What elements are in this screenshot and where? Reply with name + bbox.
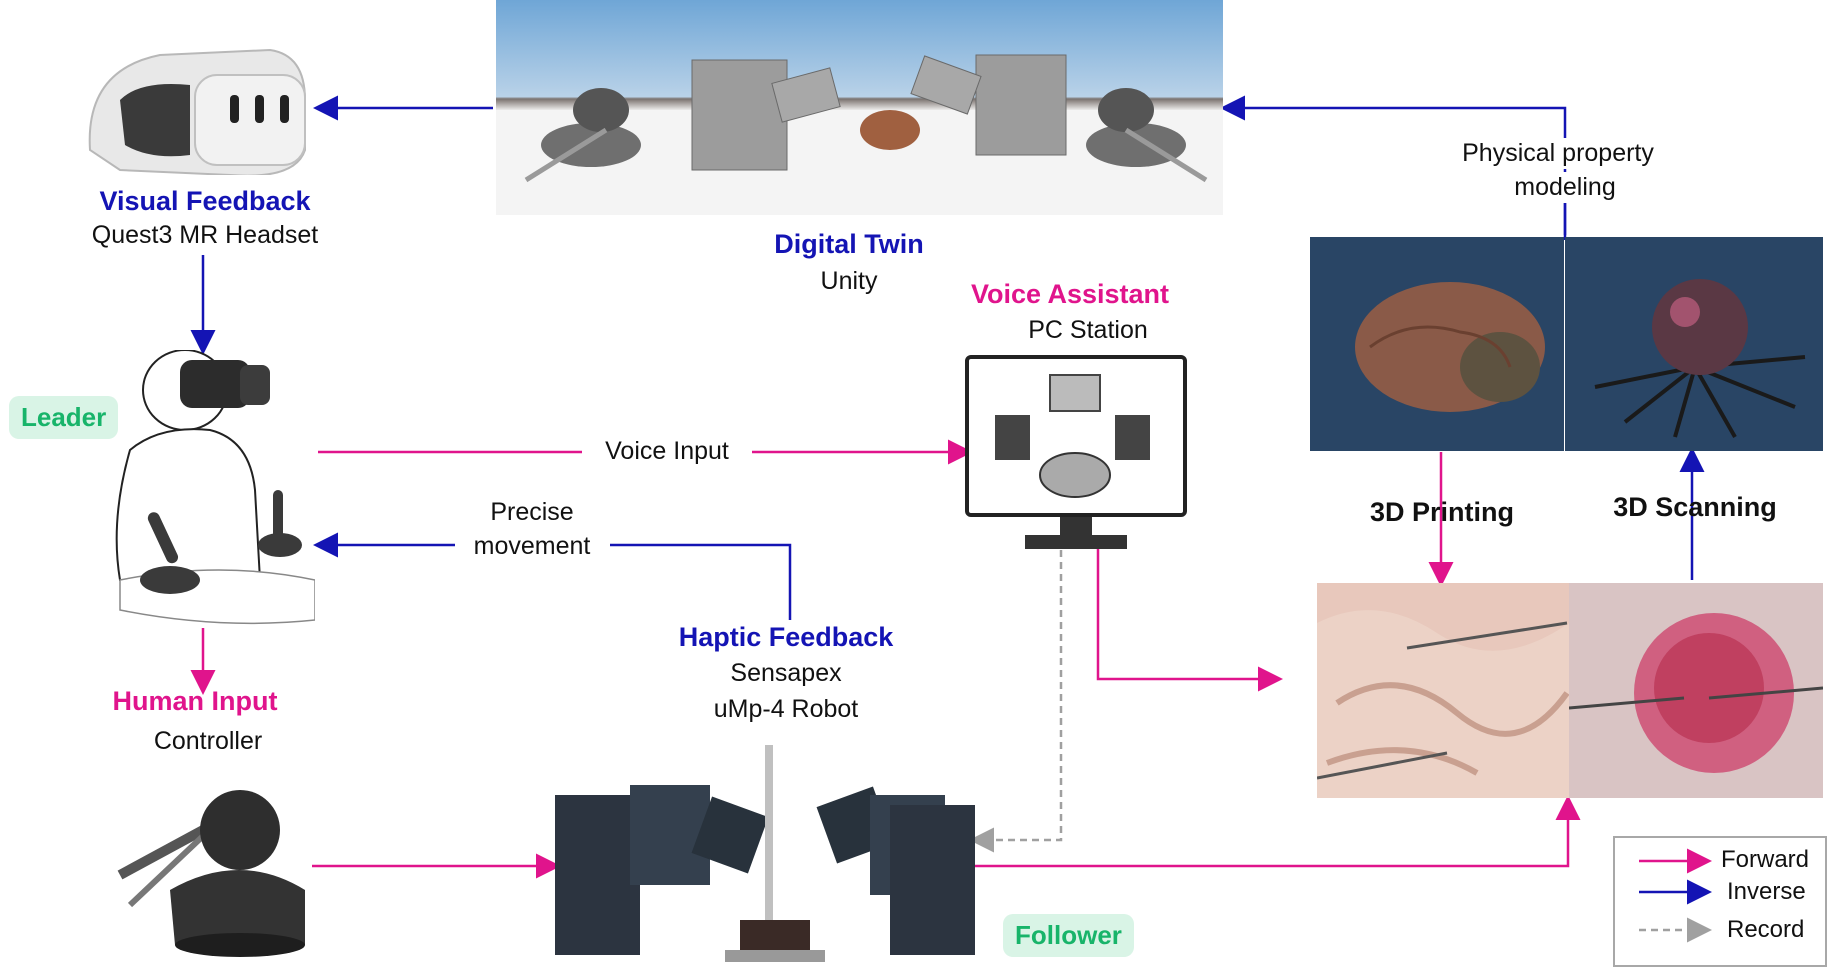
3d-printing-label: 3D Printing	[1369, 497, 1515, 527]
voice-assistant-title: Voice Assistant	[970, 279, 1170, 309]
3d-scanning-label: 3D Scanning	[1613, 492, 1777, 522]
tumor-model-render	[1565, 237, 1823, 451]
pc-monitor-icon	[965, 355, 1187, 555]
voice-assistant-subtitle: PC Station	[1028, 316, 1148, 344]
arrow-robot-to-phantom	[972, 795, 1581, 868]
haptic-feedback-title: Haptic Feedback	[678, 622, 894, 652]
arrow-record	[969, 550, 1063, 853]
robot-arms-photo	[555, 745, 975, 965]
precise-movement-label-1: Precise	[490, 498, 574, 526]
leader-tag: Leader	[9, 396, 119, 439]
vr-headset-icon	[80, 30, 315, 175]
brain-model-render	[1310, 237, 1564, 451]
digital-twin-render	[496, 0, 1223, 215]
visual-feedback-subtitle: Quest3 MR Headset	[91, 221, 319, 249]
physical-property-label-1: Physical property	[1458, 138, 1658, 170]
legend-inverse-label: Inverse	[1727, 878, 1806, 905]
brain-phantom-photo	[1317, 583, 1569, 798]
follower-tag: Follower	[1003, 914, 1134, 957]
visual-feedback-title: Visual Feedback	[99, 186, 311, 216]
digital-twin-subtitle: Unity	[820, 267, 878, 295]
voice-input-label: Voice Input	[605, 437, 729, 465]
arrow-precise-movement	[610, 543, 792, 620]
human-input-subtitle: Controller	[153, 727, 263, 755]
legend-record-label: Record	[1727, 916, 1805, 943]
haptic-feedback-subtitle-1: Sensapex	[730, 659, 842, 687]
precise-movement-label-2: movement	[473, 532, 591, 560]
human-input-title: Human Input	[112, 686, 278, 716]
tumor-phantom-photo	[1569, 583, 1823, 798]
haptic-feedback-subtitle-2: uMp-4 Robot	[713, 695, 859, 723]
physical-property-label-2: modeling	[1510, 172, 1620, 204]
operator-illustration	[100, 350, 315, 630]
haptic-controller-icon	[100, 780, 310, 958]
legend: Forward Inverse Record	[1613, 836, 1827, 967]
legend-forward-label: Forward	[1721, 846, 1810, 873]
digital-twin-title: Digital Twin	[774, 229, 924, 259]
arrow-pc-to-phantom	[1096, 548, 1283, 692]
